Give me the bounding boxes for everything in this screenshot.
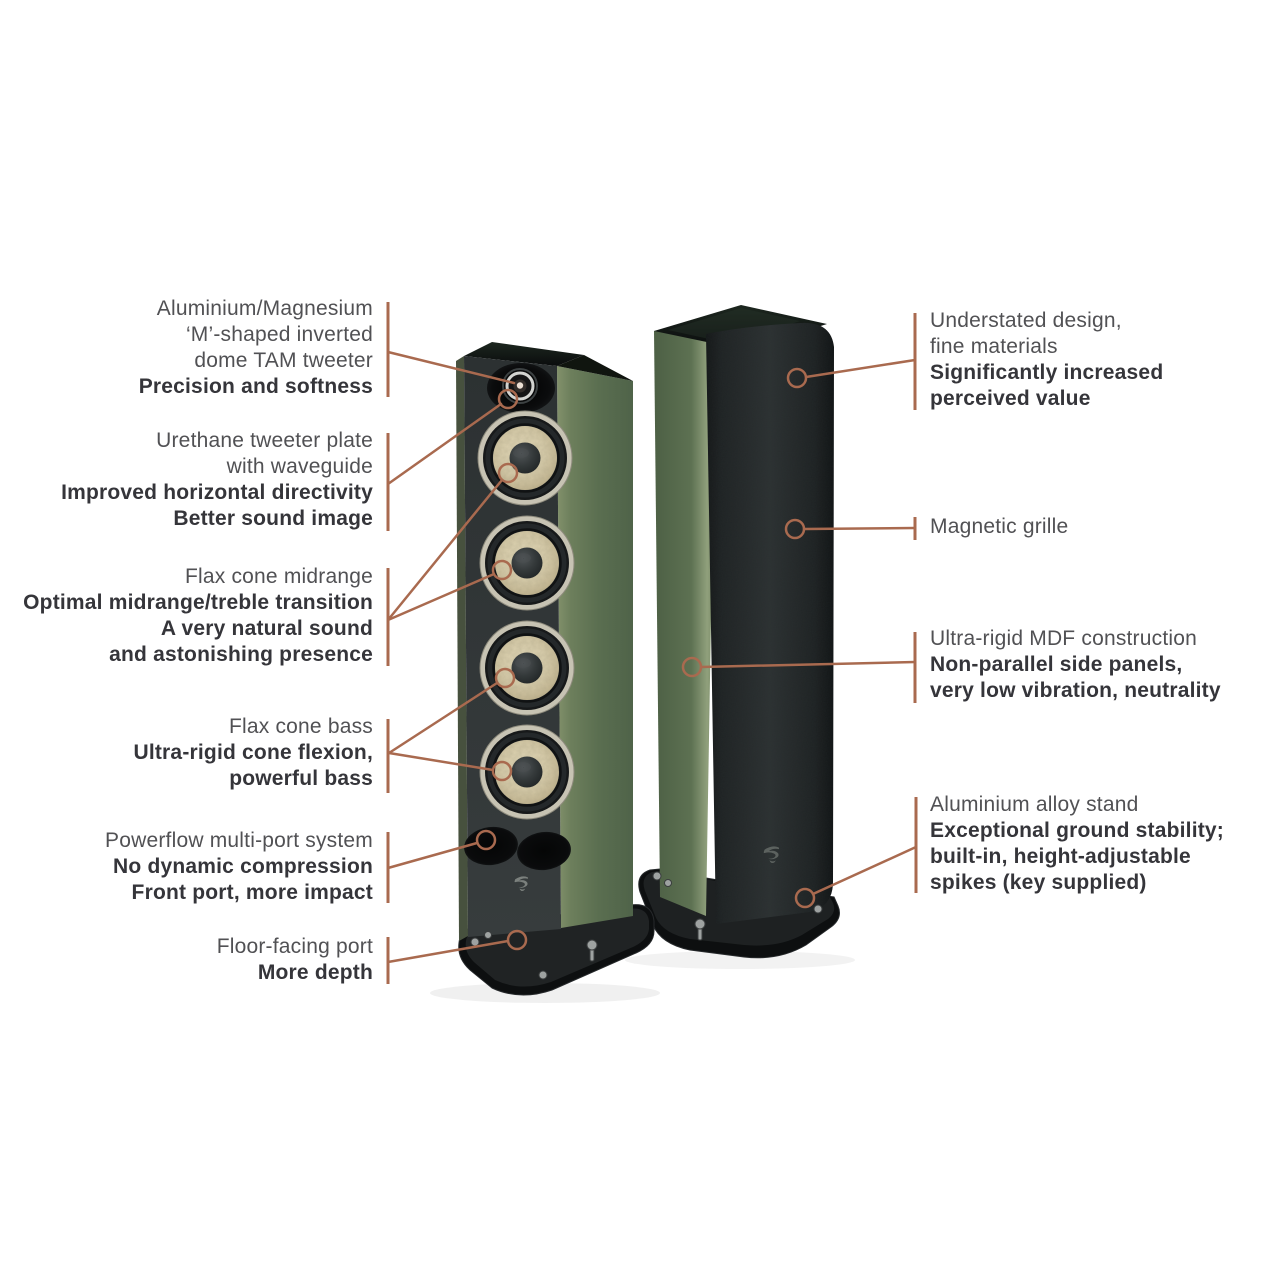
cabinet-top-left-speaker — [464, 342, 584, 366]
callout-grille: Magnetic grille — [930, 514, 1068, 540]
flax-midrange-driver-lower — [479, 515, 575, 611]
callout-title-line: Magnetic grille — [930, 515, 1069, 538]
callout-tweeter: Aluminium/Magnesium ‘M’-shaped inverted … — [139, 296, 373, 400]
callout-bass: Flax cone bass Ultra-rigid cone flexion,… — [133, 714, 373, 792]
callout-benefit-line: Optimal midrange/treble transition — [23, 591, 373, 614]
callout-benefit-line: Precision and softness — [138, 375, 373, 398]
callout-title-line: Understated design, — [930, 309, 1122, 332]
callout-marker-tweeter-plate — [497, 388, 519, 410]
floor-shadow — [430, 983, 660, 1003]
callout-benefit-line: Ultra-rigid cone flexion, — [133, 741, 373, 764]
callout-marker-bass-1 — [494, 667, 516, 689]
callout-title-line: Aluminium/Magnesium — [156, 297, 373, 320]
callout-marker-midrange-2 — [491, 559, 513, 581]
focal-logo-front — [514, 876, 529, 891]
callout-stand: Aluminium alloy stand Exceptional ground… — [930, 792, 1224, 896]
callout-benefit-line: and astonishing presence — [109, 643, 373, 666]
callout-overlay — [386, 302, 918, 984]
callout-marker-stand — [794, 887, 816, 909]
callout-benefit-line: Significantly increased — [930, 361, 1164, 384]
callout-connector-midrange-1 — [386, 478, 504, 622]
callout-connector-ports — [386, 841, 479, 870]
callout-marker-port — [475, 829, 497, 851]
callout-title-line: Powerflow multi-port system — [105, 829, 373, 852]
callout-benefit-line: very low vibration, neutrality — [930, 679, 1221, 702]
callout-midrange: Flax cone midrange Optimal midrange/treb… — [23, 564, 373, 668]
callout-benefit-line: Non-parallel side panels, — [930, 653, 1183, 676]
callout-connector-grille — [802, 526, 917, 531]
speaker-front-view — [456, 342, 655, 996]
callout-benefit-line: Exceptional ground stability; — [930, 819, 1224, 842]
callout-connector-mdf — [699, 660, 917, 669]
cabinet-side-panel-right-speaker — [654, 322, 716, 916]
front-port-right — [517, 831, 571, 871]
callout-benefit-line: Improved horizontal directivity — [61, 481, 373, 504]
callout-tweeter-plate: Urethane tweeter plate with waveguide Im… — [61, 428, 373, 532]
callout-connector-design — [804, 358, 917, 379]
callout-title-line: fine materials — [930, 335, 1058, 358]
callout-title-line: Flax cone midrange — [184, 565, 373, 588]
focal-logo-grille — [763, 846, 780, 863]
callout-title-line: with waveguide — [226, 455, 373, 478]
callout-marker-floor-port — [506, 929, 528, 951]
callout-connector-stand — [811, 845, 918, 896]
callout-title-line: Floor-facing port — [216, 935, 373, 958]
cabinet-top-side-sliver — [557, 355, 633, 381]
callout-marker-midrange-1 — [497, 462, 519, 484]
base-screws-right — [652, 871, 823, 941]
callout-marker-design — [786, 367, 808, 389]
callout-connector-floor-port — [386, 939, 510, 964]
speaker-grille-texture — [706, 322, 834, 924]
callout-benefit-line: Front port, more impact — [131, 881, 373, 904]
floor-shadow — [625, 951, 855, 969]
callout-connector-bass-2 — [387, 751, 495, 772]
callout-mdf: Ultra-rigid MDF construction Non-paralle… — [930, 626, 1221, 704]
callout-benefit-line: perceived value — [930, 387, 1091, 410]
callout-benefit-line: More depth — [257, 961, 373, 984]
callout-benefit-line: powerful bass — [229, 767, 373, 790]
callout-title-line: Ultra-rigid MDF construction — [930, 627, 1197, 650]
callout-floor-port: Floor-facing port More depth — [217, 934, 373, 986]
speaker-grille-view — [638, 305, 840, 959]
callout-title-line: dome TAM tweeter — [194, 349, 373, 372]
callout-ports: Powerflow multi-port system No dynamic c… — [105, 828, 373, 906]
callout-benefit-line: Better sound image — [173, 507, 373, 530]
flax-bass-driver-lower — [479, 724, 575, 820]
callout-connector-midrange-2 — [386, 572, 496, 622]
callout-marker-grille — [784, 518, 806, 540]
callout-connector-tweeter — [386, 350, 516, 385]
callout-marker-mdf — [681, 656, 703, 678]
cabinet-left-edge-strip — [456, 356, 468, 941]
cabinet-side-panel-left-speaker — [557, 366, 633, 928]
callout-title-line: ‘M’-shaped inverted — [185, 323, 373, 346]
callout-benefit-line: No dynamic compression — [113, 855, 373, 878]
callout-benefit-line: spikes (key supplied) — [930, 871, 1147, 894]
base-screws-left — [470, 931, 598, 980]
cabinet-top-highlight — [668, 308, 800, 344]
flax-bass-driver-upper — [479, 620, 575, 716]
callout-connector-tweeter-plate — [386, 402, 503, 486]
callout-title-line: Flax cone bass — [228, 715, 373, 738]
callout-benefit-line: A very natural sound — [160, 617, 373, 640]
callout-marker-bass-2 — [491, 760, 513, 782]
callout-connector-bass-1 — [387, 681, 499, 755]
callout-benefit-line: built-in, height-adjustable — [930, 845, 1191, 868]
callout-title-line: Aluminium alloy stand — [930, 793, 1139, 816]
cabinet-top-right-speaker — [654, 305, 827, 350]
callout-title-line: Urethane tweeter plate — [156, 429, 373, 452]
callout-design: Understated design, fine materials Signi… — [930, 308, 1163, 412]
